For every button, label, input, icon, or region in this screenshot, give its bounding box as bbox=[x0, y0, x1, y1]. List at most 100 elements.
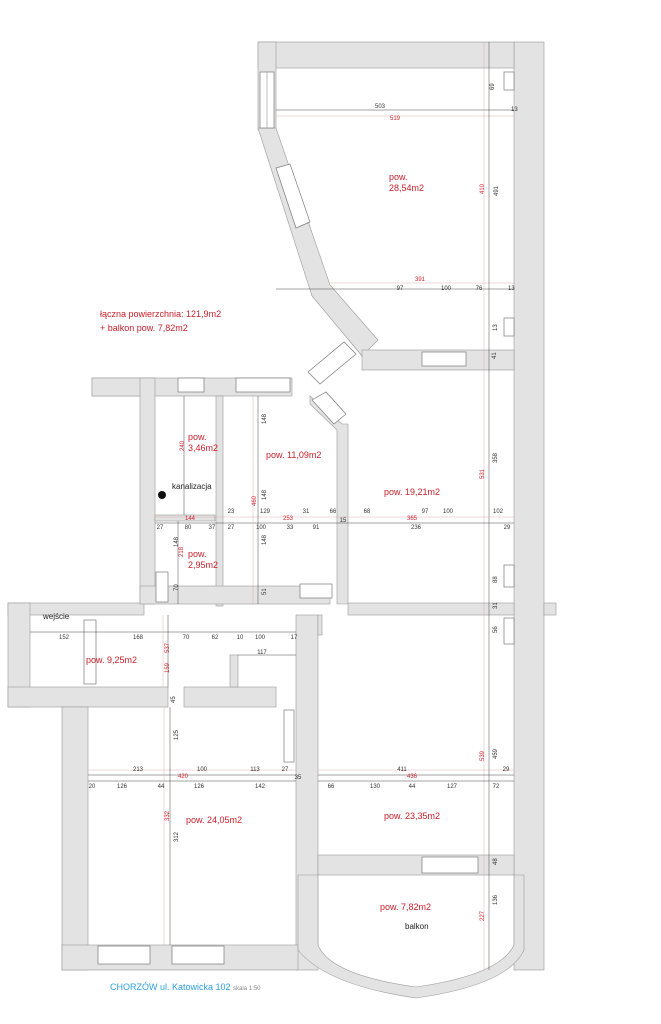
svg-text:100: 100 bbox=[441, 286, 452, 292]
svg-text:31: 31 bbox=[303, 509, 310, 515]
svg-text:125: 125 bbox=[174, 729, 180, 740]
footer-scale: skala 1:50 bbox=[233, 986, 261, 992]
svg-text:113: 113 bbox=[250, 767, 260, 773]
svg-text:459: 459 bbox=[493, 748, 499, 759]
svg-text:100: 100 bbox=[255, 635, 266, 641]
room-label-23-35: pow. 23,35m2 bbox=[384, 811, 440, 821]
svg-text:97: 97 bbox=[422, 509, 429, 515]
svg-text:236: 236 bbox=[411, 525, 422, 531]
svg-text:391: 391 bbox=[415, 277, 426, 283]
footer-city: CHORZÓW bbox=[110, 982, 158, 992]
svg-text:29: 29 bbox=[504, 525, 511, 531]
svg-text:33: 33 bbox=[287, 525, 294, 531]
svg-text:411: 411 bbox=[397, 767, 407, 773]
svg-text:66: 66 bbox=[328, 784, 335, 790]
svg-text:126: 126 bbox=[117, 784, 128, 790]
svg-text:148: 148 bbox=[262, 413, 268, 424]
svg-text:100: 100 bbox=[443, 509, 454, 515]
svg-text:136: 136 bbox=[493, 894, 499, 905]
drain-label: kanalizacja bbox=[172, 482, 212, 491]
svg-text:460: 460 bbox=[252, 495, 258, 506]
room-label-7-82: pow. 7,82m2 bbox=[380, 902, 431, 912]
svg-text:76: 76 bbox=[476, 286, 483, 292]
windows bbox=[83, 71, 515, 965]
dimension-lines bbox=[30, 42, 514, 970]
room-label-3-46: pow. 3,46m2 bbox=[188, 432, 218, 453]
svg-text:51: 51 bbox=[262, 588, 268, 595]
annotations: łączna powierzchnia: 121,9m2 + balkon po… bbox=[42, 309, 429, 931]
svg-text:240: 240 bbox=[180, 440, 186, 451]
room-label-28-54: pow. 28,54m2 bbox=[389, 172, 424, 193]
svg-text:253: 253 bbox=[283, 516, 294, 522]
svg-text:23: 23 bbox=[228, 509, 235, 515]
svg-text:436: 436 bbox=[407, 774, 418, 780]
drain-marker bbox=[158, 491, 166, 499]
balcony-area-label: + balkon pow. 7,82m2 bbox=[100, 323, 188, 333]
svg-text:27: 27 bbox=[157, 525, 164, 531]
svg-text:70: 70 bbox=[183, 635, 190, 641]
svg-text:312: 312 bbox=[174, 831, 180, 842]
svg-text:88: 88 bbox=[493, 576, 499, 583]
entrance-label: wejście bbox=[42, 612, 70, 621]
balcony-label: balkon bbox=[405, 922, 429, 931]
svg-text:13: 13 bbox=[511, 107, 518, 113]
room-label-9-25: pow. 9,25m2 bbox=[86, 655, 137, 665]
svg-text:66: 66 bbox=[330, 509, 337, 515]
svg-text:420: 420 bbox=[178, 774, 189, 780]
room-label-24-05: pow. 24,05m2 bbox=[186, 815, 242, 825]
svg-text:62: 62 bbox=[212, 635, 219, 641]
room-label-2-95: pow. 2,95m2 bbox=[188, 549, 218, 570]
svg-text:68: 68 bbox=[364, 509, 371, 515]
footer-address: CHORZÓW ul. Katowicka 102 skala 1:50 bbox=[110, 982, 260, 992]
room-label-11-09: pow. 11,09m2 bbox=[266, 450, 321, 460]
svg-text:100: 100 bbox=[256, 525, 267, 531]
svg-text:117: 117 bbox=[257, 650, 267, 656]
svg-text:80: 80 bbox=[185, 525, 192, 531]
svg-text:70: 70 bbox=[174, 584, 180, 591]
room-labels: pow. 28,54m2 pow. 3,46m2 pow. 11,09m2 po… bbox=[86, 172, 440, 912]
svg-text:159: 159 bbox=[165, 662, 171, 673]
svg-text:519: 519 bbox=[390, 116, 401, 122]
svg-text:44: 44 bbox=[409, 784, 416, 790]
svg-text:29: 29 bbox=[503, 767, 510, 773]
svg-text:213: 213 bbox=[133, 767, 144, 773]
svg-text:20: 20 bbox=[89, 784, 96, 790]
svg-text:13: 13 bbox=[508, 286, 515, 292]
svg-text:27: 27 bbox=[282, 767, 289, 773]
svg-text:227: 227 bbox=[480, 910, 486, 921]
svg-text:91: 91 bbox=[313, 525, 320, 531]
svg-text:102: 102 bbox=[493, 509, 504, 515]
svg-text:100: 100 bbox=[197, 767, 208, 773]
svg-text:17: 17 bbox=[291, 635, 298, 641]
svg-text:72: 72 bbox=[493, 784, 500, 790]
svg-text:10: 10 bbox=[237, 635, 244, 641]
svg-text:35: 35 bbox=[295, 775, 302, 781]
svg-text:531: 531 bbox=[480, 468, 486, 479]
svg-text:148: 148 bbox=[262, 489, 268, 500]
svg-text:148: 148 bbox=[262, 534, 268, 545]
svg-text:37: 37 bbox=[209, 525, 216, 531]
svg-text:168: 168 bbox=[133, 635, 144, 641]
svg-text:130: 130 bbox=[370, 784, 381, 790]
dimension-labels: 503 519 69 13 491 410 391 97 100 76 13 1… bbox=[59, 83, 518, 921]
svg-text:144: 144 bbox=[185, 516, 196, 522]
svg-text:365: 365 bbox=[407, 516, 418, 522]
footer-street: ul. Katowicka 102 bbox=[160, 982, 231, 992]
svg-text:127: 127 bbox=[447, 784, 458, 790]
svg-text:332: 332 bbox=[165, 810, 171, 821]
svg-text:69: 69 bbox=[490, 83, 496, 90]
svg-text:45: 45 bbox=[171, 696, 177, 703]
svg-text:537: 537 bbox=[165, 642, 171, 653]
svg-text:539: 539 bbox=[480, 750, 486, 761]
svg-text:31: 31 bbox=[493, 602, 499, 609]
svg-text:148: 148 bbox=[174, 536, 180, 547]
svg-text:491: 491 bbox=[494, 185, 500, 196]
total-area-label: łączna powierzchnia: 121,9m2 bbox=[100, 309, 221, 319]
svg-text:13: 13 bbox=[493, 324, 499, 331]
svg-text:126: 126 bbox=[194, 784, 205, 790]
room-label-19-21: pow. 19,21m2 bbox=[384, 487, 440, 497]
svg-text:15: 15 bbox=[340, 518, 347, 524]
svg-text:97: 97 bbox=[397, 286, 404, 292]
svg-text:142: 142 bbox=[255, 784, 266, 790]
